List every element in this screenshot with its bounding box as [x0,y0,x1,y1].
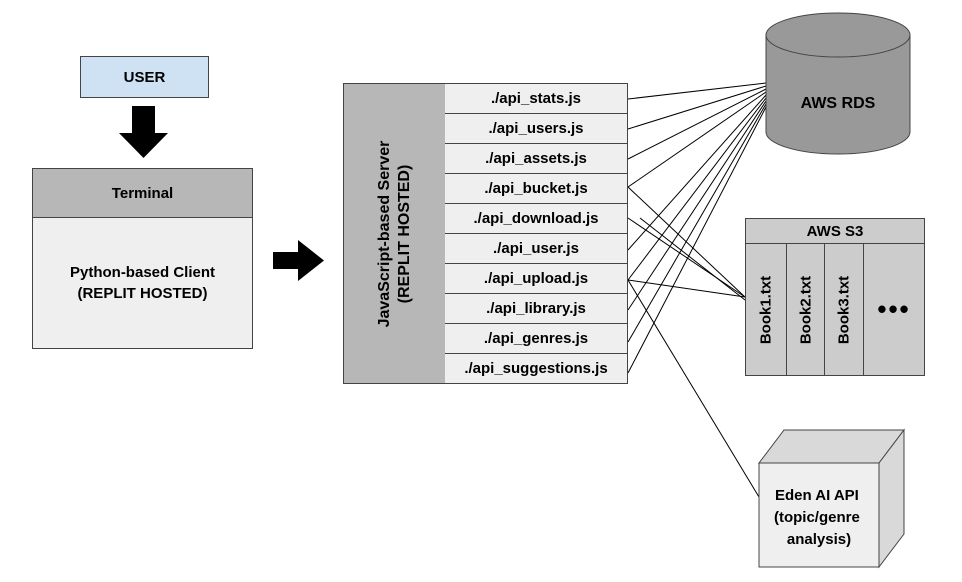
user-box: USER [80,56,209,98]
line-assets-rds [627,88,767,160]
endpoint-api-genres: ./api_genres.js [445,324,627,354]
server-label-line2: (REPLIT HOSTED) [395,164,413,303]
rds-label: AWS RDS [801,95,876,112]
bucket-file-book3: Book3.txt [825,244,864,375]
terminal-box: Terminal Python-based Client (REPLIT HOS… [32,168,253,349]
server-label: JavaScript-based Server (REPLIT HOSTED) [375,84,415,384]
line-stats-rds [627,82,767,100]
line-download-s3-b [639,217,746,301]
line-user-rds [627,94,767,251]
eden-label-line3: analysis) [787,531,851,548]
terminal-header: Terminal [33,169,252,218]
endpoint-api-stats: ./api_stats.js [445,84,627,114]
endpoint-api-user: ./api_user.js [445,234,627,264]
line-users-rds [627,85,767,130]
eden-label-line2: (topic/genre [774,509,860,526]
endpoint-api-suggestions: ./api_suggestions.js [445,354,627,383]
bucket-file-book2: Book2.txt [787,244,825,375]
line-upload-eden [627,279,760,498]
user-label: USER [123,68,166,86]
s3-header: AWS S3 [746,219,924,244]
line-genres-rds [627,103,767,343]
server-label-line1: JavaScript-based Server [375,140,393,327]
aws-s3-box: AWS S3 Book1.txt Book2.txt Book3.txt ••• [745,218,925,376]
eden-ai-cube: Eden AI API (topic/genre analysis) [757,428,906,569]
svg-text:Eden AI API (topic/gen: Eden AI API (topic/genre analysis) [774,487,864,548]
line-download-s3 [627,217,746,298]
line-upload-rds [627,97,767,281]
book2-label: Book2.txt [797,275,814,344]
endpoint-api-assets: ./api_assets.js [445,144,627,174]
line-bucket-rds [627,91,767,188]
down-arrow-icon [119,106,168,158]
book3-label: Book3.txt [835,275,853,344]
line-upload-s3 [627,279,746,298]
line-suggestions-rds [627,106,767,374]
bucket-file-book1: Book1.txt [746,244,787,375]
aws-rds-cylinder: AWS RDS [765,12,911,155]
connection-lines [627,82,767,498]
book1-label: Book1.txt [757,275,775,344]
eden-label-line1: Eden AI API [775,487,859,504]
right-arrow-icon [273,240,324,281]
client-label-line2: (REPLIT HOSTED) [77,285,208,302]
endpoint-api-upload: ./api_upload.js [445,264,627,294]
more-files-ellipsis: ••• [877,294,911,324]
server-label-column: JavaScript-based Server (REPLIT HOSTED) [344,84,446,383]
endpoint-api-library: ./api_library.js [445,294,627,324]
server-box: JavaScript-based Server (REPLIT HOSTED) … [343,83,628,384]
line-library-rds [627,100,767,311]
client-label: Python-based Client (REPLIT HOSTED) [33,218,252,348]
endpoint-api-download: ./api_download.js [445,204,627,234]
endpoint-api-bucket: ./api_bucket.js [445,174,627,204]
endpoint-api-users: ./api_users.js [445,114,627,144]
line-bucket-s3 [627,186,746,298]
client-label-line1: Python-based Client [69,264,215,281]
